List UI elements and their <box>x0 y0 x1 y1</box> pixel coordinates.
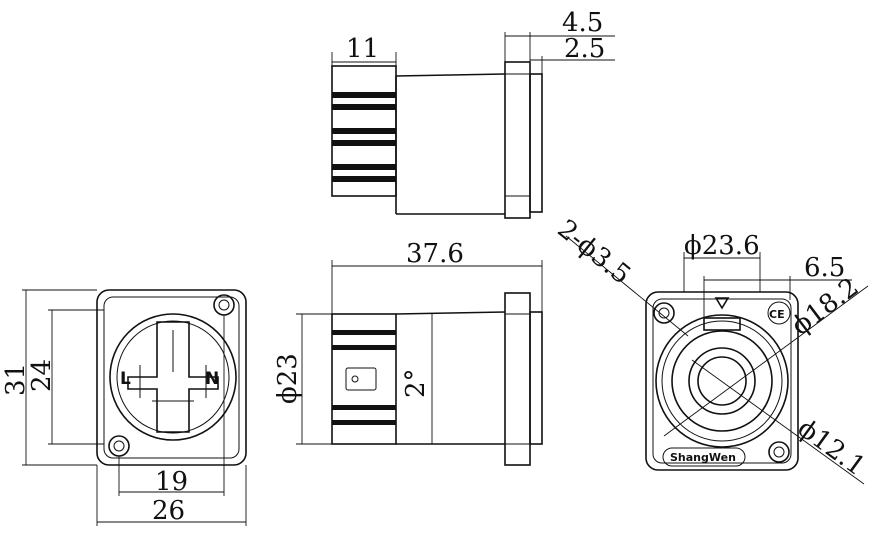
brand-logo: ShangWen <box>670 451 736 464</box>
dim-holes-label: 2-ϕ3.5 <box>552 214 636 290</box>
front-view: L N 31 24 19 26 <box>1 289 247 526</box>
dim-19-label: 19 <box>155 467 188 497</box>
dim-2deg-label: 2° <box>401 368 431 398</box>
dim-phi23-6-label: ϕ23.6 <box>684 231 760 261</box>
pin-n-label: N <box>205 369 219 389</box>
dim-26-label: 26 <box>152 496 185 526</box>
dim-phi12-1-label: ϕ12.1 <box>792 413 871 482</box>
dim-2-5-label: 2.5 <box>564 34 605 64</box>
dim-31-label: 31 <box>1 363 31 396</box>
dim-phi23-label: ϕ23 <box>273 353 303 404</box>
dim-37-6-label: 37.6 <box>406 239 464 269</box>
rear-view: CE ShangWen ϕ23.6 6.5 2-ϕ3.5 ϕ18.2 ϕ12.1 <box>552 214 871 485</box>
dim-11-label: 11 <box>346 34 379 64</box>
ce-mark: CE <box>769 308 785 321</box>
top-view: 11 4.5 2.5 <box>331 8 615 219</box>
side-view: 37.6 ϕ23 2° <box>273 239 543 466</box>
dim-24-label: 24 <box>27 359 57 392</box>
dim-6-5-label: 6.5 <box>804 253 845 283</box>
pin-l-label: L <box>120 369 131 389</box>
dim-4-5-label: 4.5 <box>562 8 603 38</box>
